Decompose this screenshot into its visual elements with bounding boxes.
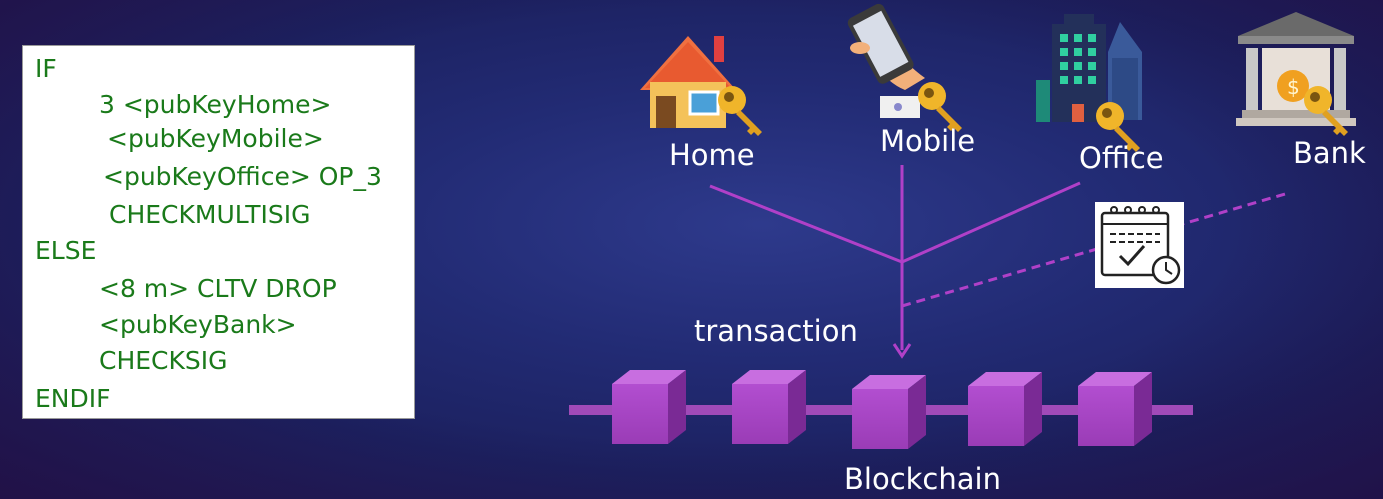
node-label-home: Home (669, 138, 755, 172)
connector-lines (709, 165, 1286, 359)
code-line-pubkey-mobile: <pubKeyMobile> (107, 124, 324, 153)
block-5 (1078, 372, 1152, 446)
code-line-cltv-drop: <8 m> CLTV DROP (99, 274, 337, 303)
smartphone-icon (847, 3, 962, 132)
block-1 (612, 370, 686, 444)
code-line-checkmultisig: CHECKMULTISIG (109, 200, 311, 229)
node-label-office: Office (1079, 141, 1164, 175)
code-line-checksig: CHECKSIG (99, 346, 228, 375)
script-code-box: IF 3 <pubKeyHome> <pubKeyMobile> <pubKey… (22, 45, 415, 419)
code-line-else: ELSE (35, 236, 97, 265)
bank-icon: $ (1236, 12, 1356, 136)
block-2 (732, 370, 806, 444)
house-icon (640, 36, 762, 136)
connector-office (901, 181, 1081, 264)
blockchain-label: Blockchain (844, 462, 1001, 496)
arrow-head (892, 343, 912, 359)
code-line-if: IF (35, 54, 57, 83)
block-4 (968, 372, 1042, 446)
calendar-clock-icon (1095, 202, 1184, 288)
blockchain (569, 370, 1193, 449)
block-3 (852, 375, 926, 449)
svg-text:$: $ (1287, 75, 1300, 99)
code-line-pubkey-office: <pubKeyOffice> OP_3 (103, 162, 382, 191)
code-line-endif: ENDIF (35, 384, 111, 413)
code-line-pubkey-home: 3 <pubKeyHome> (99, 90, 332, 119)
office-building-icon (1036, 14, 1142, 152)
node-label-bank: Bank (1293, 136, 1366, 170)
connector-home (709, 184, 903, 264)
transaction-label: transaction (694, 314, 858, 348)
node-label-mobile: Mobile (880, 124, 976, 158)
connector-bank-dashed (901, 192, 1286, 308)
code-line-pubkey-bank: <pubKeyBank> (99, 310, 297, 339)
